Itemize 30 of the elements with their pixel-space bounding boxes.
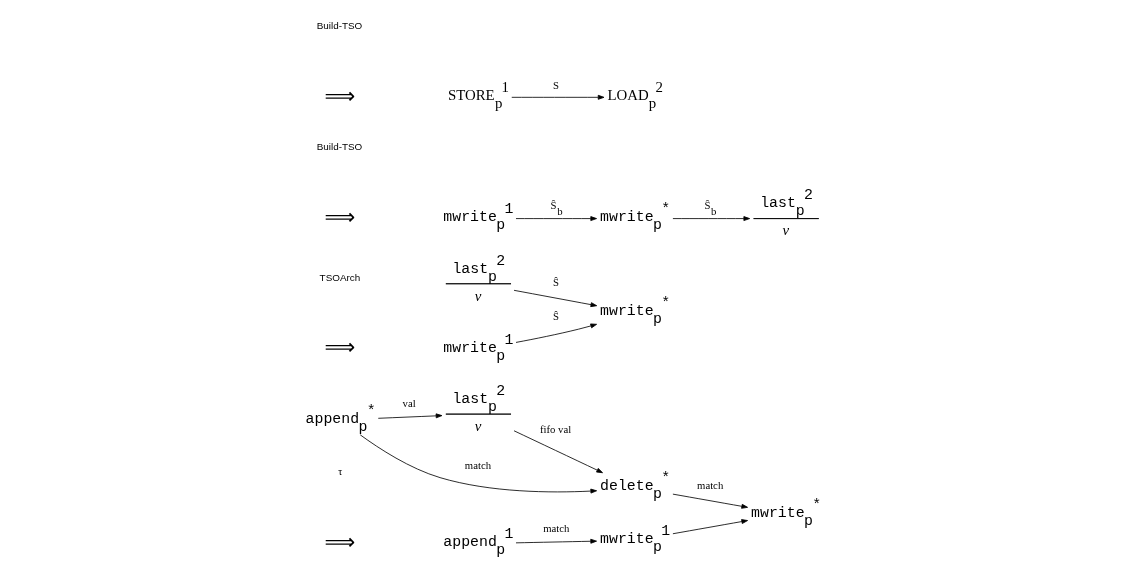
arrow bbox=[377, 413, 442, 419]
edge-label: match bbox=[542, 522, 569, 535]
label: τ bbox=[337, 466, 342, 478]
node-label: v bbox=[781, 222, 789, 239]
label: ⟹ bbox=[324, 334, 355, 360]
label: ⟹ bbox=[324, 82, 355, 108]
arrow bbox=[515, 538, 597, 544]
edge-label: Ŝ bbox=[552, 275, 559, 288]
edge-label: S bbox=[552, 78, 559, 91]
edge-label: match bbox=[696, 478, 723, 491]
arrow bbox=[359, 434, 597, 494]
label: ⟹ bbox=[324, 528, 355, 554]
arrow bbox=[672, 493, 748, 509]
label: TSOArch bbox=[319, 271, 360, 283]
arrow bbox=[515, 216, 597, 222]
arrow bbox=[672, 519, 748, 535]
label: Build-TSO bbox=[316, 141, 362, 153]
arrow bbox=[510, 94, 604, 100]
arrow bbox=[672, 216, 750, 222]
node-label: v bbox=[474, 287, 481, 304]
edge-label: Ŝ bbox=[552, 310, 559, 323]
arrow bbox=[515, 323, 597, 343]
label: Build-TSO bbox=[316, 19, 362, 31]
edge-label: val bbox=[402, 397, 416, 410]
node-label: v bbox=[474, 417, 481, 434]
label: ⟹ bbox=[324, 203, 355, 229]
arrow bbox=[513, 289, 597, 308]
edge-label: match bbox=[464, 458, 491, 471]
arrow bbox=[513, 430, 603, 474]
edge-label: fifo val bbox=[539, 422, 571, 435]
